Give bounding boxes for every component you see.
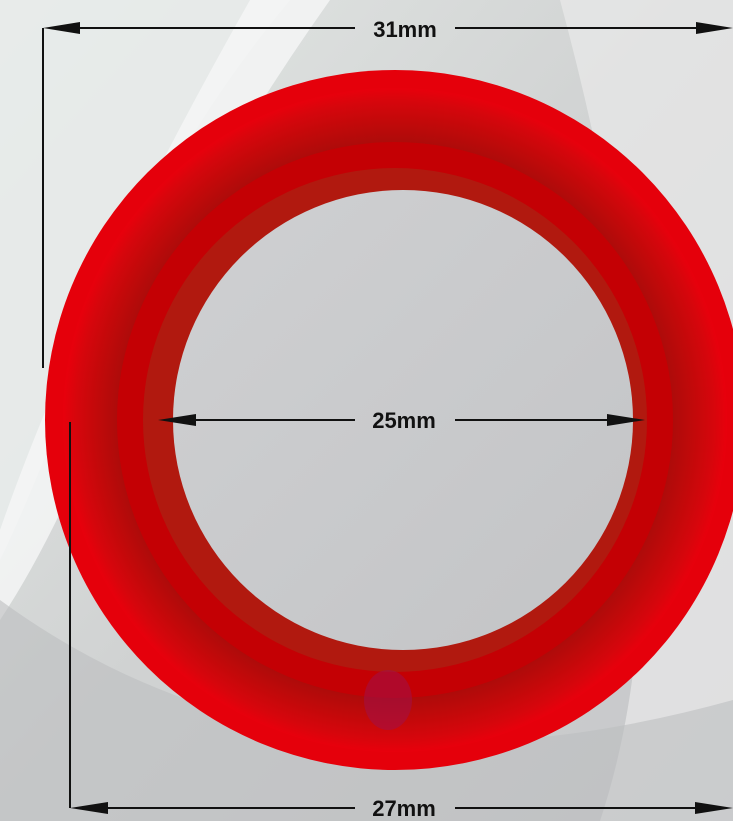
dimension-inner-arrow-left — [158, 414, 196, 426]
ring-mark — [364, 670, 412, 730]
dimension-bottom-label: 27mm — [372, 796, 436, 821]
ring-hole — [173, 190, 633, 650]
background-shadow — [0, 600, 733, 821]
background-light-swoosh — [0, 0, 290, 560]
seal-ring — [45, 70, 733, 770]
dimension-outer-arrow-left — [43, 22, 80, 34]
background-white-band — [0, 0, 330, 620]
dimension-bottom — [69, 422, 733, 814]
dimension-bottom-arrow-left — [70, 802, 108, 814]
dimension-outer — [42, 22, 733, 368]
dimension-inner-arrow-right — [607, 414, 645, 426]
dimension-inner — [158, 414, 645, 426]
dimension-outer-arrow-right — [696, 22, 733, 34]
dimension-inner-label: 25mm — [372, 408, 436, 433]
dimension-bottom-arrow-right — [695, 802, 733, 814]
dimension-outer-label: 31mm — [373, 17, 437, 42]
